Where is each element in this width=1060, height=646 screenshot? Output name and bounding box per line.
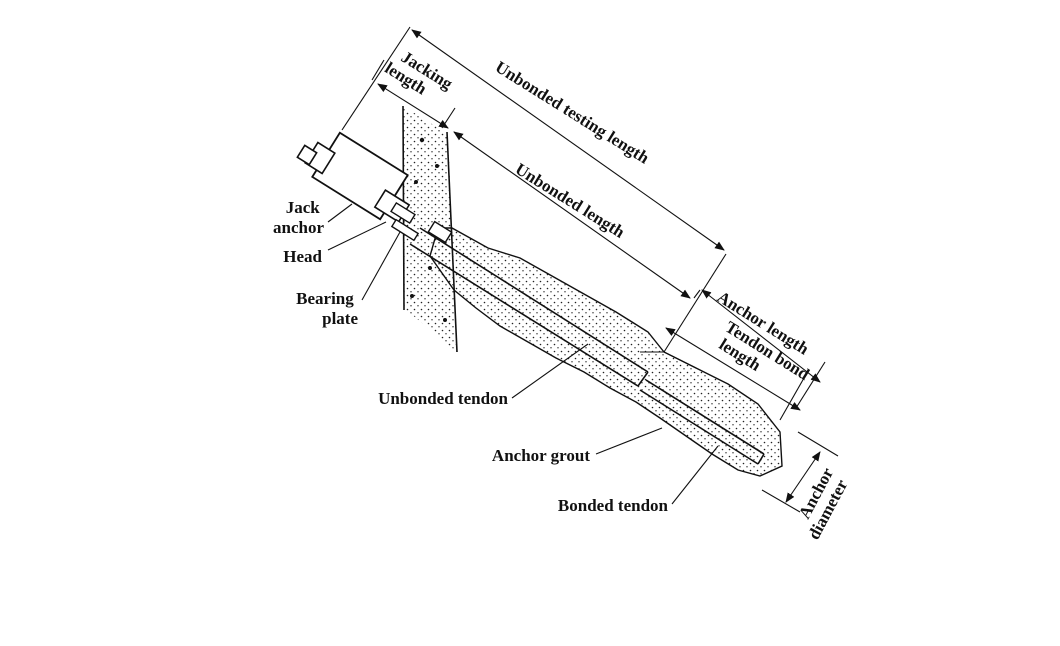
leader-lines [327,203,719,505]
bonded-tendon-label: Bonded tendon [558,496,669,515]
unbonded-testing-length-label: Unbonded testing length [492,57,653,168]
bearing-plate-label: Bearing plate [296,289,358,328]
anchor-diameter-label: Anchor diameter [788,461,855,543]
anchor-grout-label: Anchor grout [492,446,590,465]
unbonded-length-label: Unbonded length [512,159,629,242]
jack-anchor-label: Jack anchor [273,198,324,237]
dimension-lines [341,26,839,513]
head-label: Head [283,247,322,266]
unbonded-tendon-label: Unbonded tendon [378,389,508,408]
